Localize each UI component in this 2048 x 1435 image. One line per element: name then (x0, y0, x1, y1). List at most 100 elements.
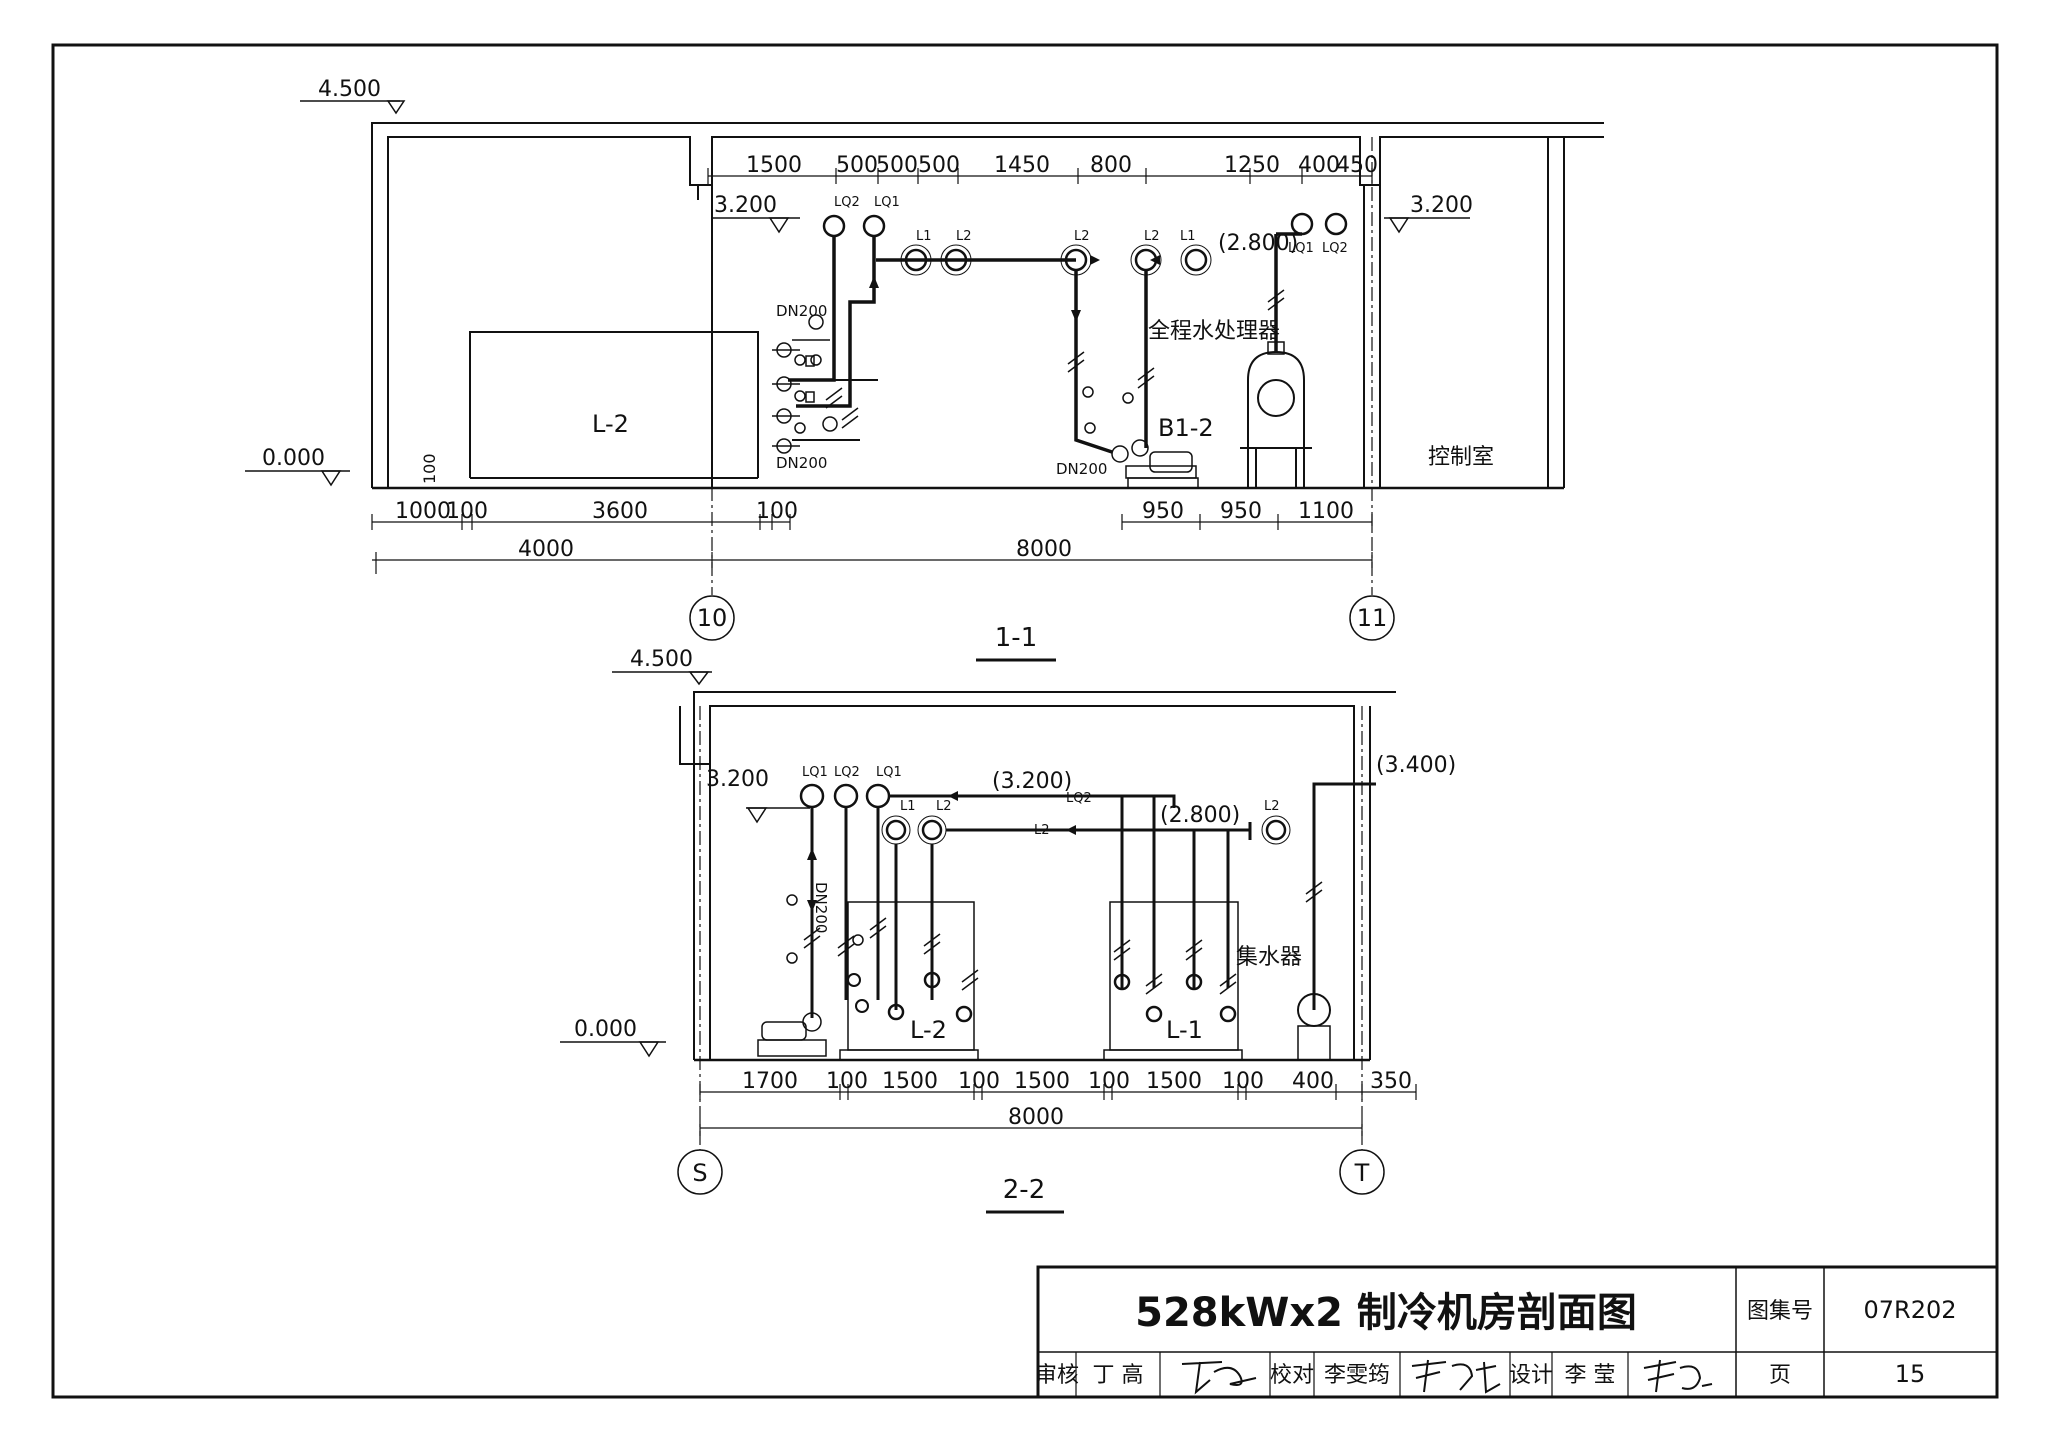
valve-group-1 (772, 314, 838, 454)
review-label: 审核 (1035, 1363, 1079, 1388)
pump-section2 (757, 894, 864, 1057)
check-signature (1411, 1359, 1501, 1394)
axis-11-label: 11 (1357, 604, 1388, 632)
tag2-l1: L1 (900, 799, 916, 814)
dim-500-a: 500 (836, 153, 878, 178)
dim2-1500-c: 1500 (1146, 1069, 1202, 1094)
chiller-l2-section2: L-2 (839, 901, 979, 1061)
review-name: 丁 高 (1093, 1363, 1144, 1388)
design-signature (1643, 1359, 1713, 1393)
dim-1500: 1500 (746, 153, 802, 178)
elevation-roof-2: 4.500 (612, 647, 712, 686)
axis-s-label: S (692, 1159, 707, 1187)
collector-label: 集水器 (1236, 945, 1302, 970)
pipe-elev-2800: (2.800) (1160, 803, 1240, 828)
dim-1250: 1250 (1224, 153, 1280, 178)
bottom-dimensions-2: 1700 100 1500 100 1500 100 1500 100 400 … (699, 1069, 1417, 1136)
dim-4000: 4000 (518, 537, 574, 562)
chiller-l1-label: L-1 (1166, 1016, 1203, 1044)
pipe-lq2-right (1324, 212, 1348, 236)
elevation-floor-2-label: 0.000 (574, 1017, 637, 1042)
chiller-l2-label: L-2 (592, 410, 629, 438)
tag-l1-mid: L1 (1180, 229, 1196, 244)
dn-pump-label: DN200 (1056, 460, 1107, 478)
elevation-roof-label: 4.500 (318, 77, 381, 102)
design-name: 李 莹 (1565, 1363, 1616, 1388)
axis-t: T (1339, 1149, 1385, 1195)
chiller-l2: L-2 (469, 331, 759, 479)
chiller-l2-section2-label: L-2 (910, 1016, 947, 1044)
elevation-beam-right-label: 3.200 (1410, 193, 1473, 218)
water-treater-label: 全程水处理器 (1148, 319, 1280, 344)
pipe-lq1 (862, 214, 886, 238)
pipe-l1-mid (1184, 248, 1208, 272)
check-label: 校对 (1270, 1363, 1314, 1388)
dn-top-label: DN200 (776, 302, 827, 320)
elevation-roof-1: 4.500 (300, 77, 406, 115)
tag-l1: L1 (916, 229, 932, 244)
tag-lq1-right: LQ1 (1288, 241, 1314, 256)
dim-1000: 1000 (395, 499, 451, 524)
pump-b1-2: B1-2 (1082, 386, 1214, 489)
dim2-100-a: 100 (826, 1069, 868, 1094)
piping-2 (810, 782, 1376, 1018)
dim2-100-b: 100 (958, 1069, 1000, 1094)
dim2-1500-b: 1500 (1014, 1069, 1070, 1094)
section-1-1: 4.500 0.000 3.200 3.200 (245, 77, 1604, 662)
tag-l2-mid2: L2 (1144, 229, 1160, 244)
axis-11: 11 (1349, 595, 1395, 641)
section-2-2-label: 2-2 (1003, 1175, 1045, 1205)
page-label: 页 (1769, 1363, 1791, 1388)
flow-arrows-2 (807, 791, 1076, 912)
tag2-l2-right: L2 (1264, 799, 1280, 814)
dim2-350: 350 (1370, 1069, 1412, 1094)
pump-b1-2-label: B1-2 (1158, 414, 1214, 442)
tag-lq1: LQ1 (874, 195, 900, 210)
dim2-100-d: 100 (1222, 1069, 1264, 1094)
line-tag-lq2: LQ2 (1066, 791, 1092, 806)
control-room-label: 控制室 (1428, 445, 1494, 470)
pipes-top-1: LQ2 LQ1 L1 L2 L2 L2 L1 LQ1 LQ2 (2.800) (822, 195, 1348, 276)
elevation-beam-left-label: 3.200 (714, 193, 777, 218)
elevation-beam-2: 3.200 (706, 767, 810, 824)
dim-100-vertical: 100 (420, 453, 439, 484)
tag-lq2: LQ2 (834, 195, 860, 210)
tag2-lq1-a: LQ1 (802, 765, 828, 780)
title-block: 528kWx2 制冷机房剖面图 图集号 07R202 页 15 审核 丁 高 校… (1035, 1265, 1999, 1399)
sheet-border (51, 43, 1999, 1399)
tag-l2: L2 (956, 229, 972, 244)
axis-s: S (677, 1149, 723, 1195)
pipe-elev-3200: (3.200) (992, 769, 1072, 794)
elevation-floor-label: 0.000 (262, 446, 325, 471)
pipe-lq1-right (1290, 212, 1314, 236)
dim-950-b: 950 (1220, 499, 1262, 524)
dim-1450: 1450 (994, 153, 1050, 178)
axis-10-label: 10 (697, 604, 728, 632)
design-label: 设计 (1509, 1363, 1553, 1388)
dim-100-a: 100 (446, 499, 488, 524)
atlas-number: 07R202 (1863, 1296, 1956, 1324)
dn-vertical-label: DN200 (812, 882, 830, 933)
chiller-l1: L-1 (1103, 901, 1243, 1061)
elevation-beam-right: 3.200 (1384, 193, 1473, 234)
water-treater: 全程水处理器 (1148, 319, 1312, 488)
dim2-400: 400 (1292, 1069, 1334, 1094)
tag2-lq1-b: LQ1 (876, 765, 902, 780)
section-2-2: 4.500 0.000 3.200 LQ1 LQ2 LQ1 L1 L2 (3.2… (560, 647, 1456, 1214)
tag-l2-mid: L2 (1074, 229, 1090, 244)
elevation-floor-2: 0.000 (560, 1017, 666, 1058)
axis-10: 10 (689, 595, 735, 641)
tag-lq2-right: LQ2 (1322, 241, 1348, 256)
dim-500-c: 500 (918, 153, 960, 178)
pipes-top-2 (799, 783, 1287, 841)
water-collector: 集水器 (1236, 945, 1331, 1061)
elevation-beam-2-label: 3.200 (706, 767, 769, 792)
dim2-1500-a: 1500 (882, 1069, 938, 1094)
dim-800: 800 (1090, 153, 1132, 178)
top-dimensions-1: 1500 500 500 500 1450 800 1250 400 450 (707, 153, 1378, 184)
pipe-elev-3400: (3.400) (1376, 753, 1456, 778)
bottom-dimensions-1: 1000 100 3600 100 950 950 1100 4000 8000 (371, 499, 1373, 574)
tag2-l2: L2 (936, 799, 952, 814)
drawing-title: 528kWx2 制冷机房剖面图 (1135, 1290, 1637, 1336)
